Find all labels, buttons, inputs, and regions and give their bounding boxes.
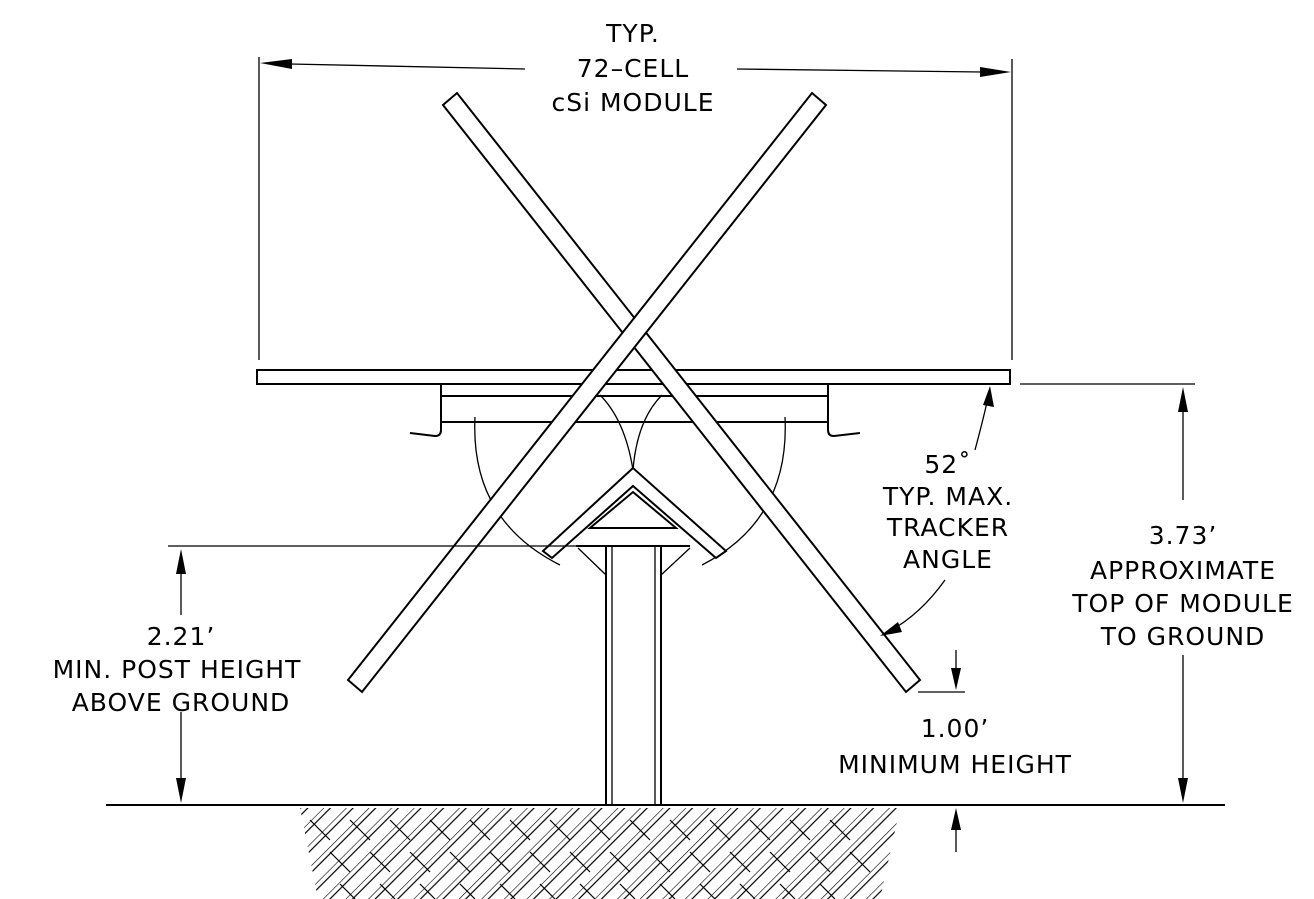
tracker-angle-line-3: TRACKER [886, 513, 1009, 542]
module-label-line-1: TYP. [605, 19, 660, 48]
post-height-line-2: MIN. POST HEIGHT [53, 655, 302, 684]
module-label-line-3: cSi MODULE [551, 88, 714, 117]
tracker-angle-line-2: TYP. MAX. [882, 482, 1013, 511]
module-label-line-2: 72–CELL [577, 54, 689, 83]
tracker-angle-leader [880, 386, 994, 636]
module-label: TYP. 72–CELL cSi MODULE [551, 19, 714, 117]
post-height-line-1: 2.21’ [147, 622, 216, 651]
module-tilted-left [346, 91, 828, 694]
module-tilted-right [441, 91, 922, 694]
min-height-dimension [918, 650, 965, 852]
post [576, 545, 691, 806]
top-height-label: 3.73’ APPROXIMATE TOP OF MODULE TO GROUN… [1071, 521, 1294, 651]
min-height-label: 1.00’ MINIMUM HEIGHT [838, 714, 1072, 779]
post-height-line-3: ABOVE GROUND [72, 688, 291, 717]
min-height-line-1: 1.00’ [921, 714, 990, 743]
top-height-dimension [1020, 383, 1195, 803]
top-height-line-1: 3.73’ [1149, 521, 1218, 550]
top-height-line-3: TOP OF MODULE [1071, 589, 1294, 618]
post-height-label: 2.21’ MIN. POST HEIGHT ABOVE GROUND [53, 622, 302, 717]
tracker-angle-line-1: 52˚ [924, 450, 971, 479]
tracker-angle-label: 52˚ TYP. MAX. TRACKER ANGLE [882, 450, 1013, 574]
module-flat [256, 369, 1011, 385]
top-height-line-4: TO GROUND [1100, 622, 1266, 651]
top-height-line-2: APPROXIMATE [1090, 556, 1276, 585]
bearing-housing [541, 466, 728, 560]
post-height-dimension [168, 545, 600, 803]
tracker-angle-line-4: ANGLE [903, 545, 993, 574]
torque-tube [409, 383, 861, 438]
soil-hatch [300, 808, 900, 899]
module-width-dimension [258, 57, 1013, 360]
min-height-line-2: MINIMUM HEIGHT [838, 750, 1072, 779]
